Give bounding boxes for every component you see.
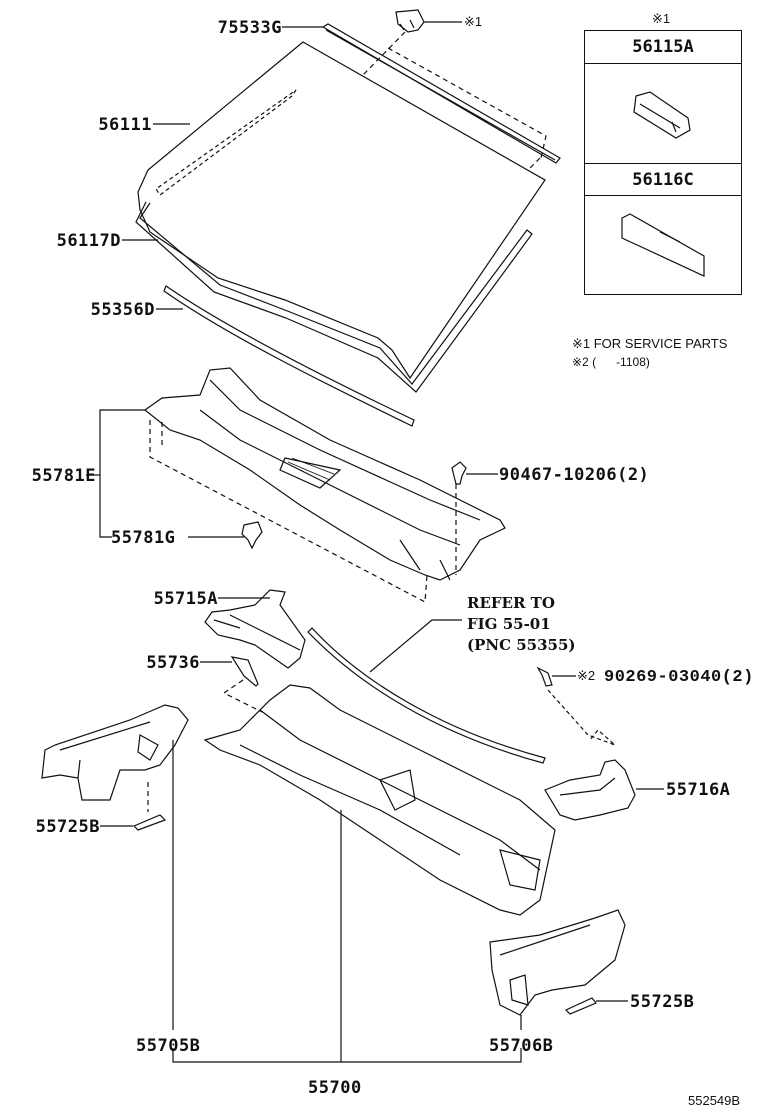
part-label-55716A[interactable]: 55716A [666, 780, 731, 800]
clip-icon [633, 91, 691, 139]
windshield-dam-illustration [135, 201, 533, 393]
note-bolt-range: ※2 ( -1108) [572, 355, 650, 369]
part-label-55736[interactable]: 55736 [146, 653, 200, 673]
reference-line-2[interactable]: FIG 55-01 [467, 615, 551, 633]
bolt-service-mark: ※2 [577, 668, 596, 683]
part-label-55781G[interactable]: 55781G [111, 528, 176, 548]
part-label-75533G[interactable]: 75533G [217, 18, 282, 38]
cowl-louver-illustration [144, 367, 506, 581]
cowl-seal-pad-illustration [230, 656, 259, 687]
part-label-55725B-left[interactable]: 55725B [35, 817, 100, 837]
part-label-55705B[interactable]: 55705B [136, 1036, 201, 1056]
service-item-56116C-label: 56116C [632, 169, 694, 190]
louver-clip-illustration [241, 521, 263, 550]
windshield-glass-illustration [137, 41, 546, 380]
part-label-56111[interactable]: 56111 [98, 115, 152, 135]
dashed-guide-bolt [547, 689, 616, 746]
service-item-56116C-header[interactable]: 56116C [585, 163, 741, 196]
bracket-plate-left-illustration [132, 814, 167, 831]
bracket-55700 [172, 1048, 522, 1063]
service-item-56115A-label: 56115A [632, 37, 694, 57]
windshield-clip-illustration [395, 9, 425, 33]
note-service-parts: ※1 FOR SERVICE PARTS [572, 336, 728, 351]
part-label-55356D[interactable]: 55356D [90, 300, 155, 320]
bracket-55781 [99, 409, 145, 538]
bolt-illustration [536, 666, 553, 687]
part-label-55725B-right[interactable]: 55725B [630, 992, 695, 1012]
cowl-side-member-left-illustration [41, 704, 189, 801]
reference-line-3: (PNC 55355) [467, 636, 576, 654]
figure-id: 552549B [688, 1093, 741, 1108]
part-label-55781E[interactable]: 55781E [31, 466, 96, 486]
dashed-guide-clip [361, 31, 547, 171]
clip-service-mark: ※1 [464, 14, 483, 29]
spacer-block-icon [621, 213, 705, 277]
cowl-top-panel-illustration [203, 684, 556, 916]
service-box-header-mark: ※1 [652, 11, 671, 26]
cowl-seal-illustration [163, 285, 415, 427]
reference-note: REFER TO FIG 55-01 (PNC 55355) [467, 593, 576, 656]
cowl-side-extension-right-illustration [544, 759, 636, 821]
retainer-clip-illustration [451, 461, 467, 485]
service-item-56115A-header[interactable]: 56115A [585, 31, 741, 64]
part-label-56117D[interactable]: 56117D [56, 231, 121, 251]
part-label-55700[interactable]: 55700 [308, 1078, 362, 1098]
reference-seal-illustration [307, 627, 546, 764]
part-label-90467-10206[interactable]: 90467-10206(2) [499, 465, 650, 485]
part-label-55715A[interactable]: 55715A [153, 589, 218, 609]
dashed-guide-louver [149, 420, 428, 603]
upper-molding-illustration [321, 23, 561, 164]
cowl-side-member-right-illustration [489, 909, 626, 1016]
reference-line-1: REFER TO [467, 594, 555, 612]
bracket-plate-right-illustration [564, 997, 597, 1015]
part-label-55706B[interactable]: 55706B [489, 1036, 554, 1056]
leader-reference [369, 619, 462, 673]
part-label-90269-03040[interactable]: 90269-03040(2) [604, 668, 754, 687]
dashed-guide-pad [222, 679, 263, 713]
service-parts-box: 56115A 56116C [584, 30, 742, 295]
cowl-side-extension-upper-illustration [204, 589, 306, 669]
